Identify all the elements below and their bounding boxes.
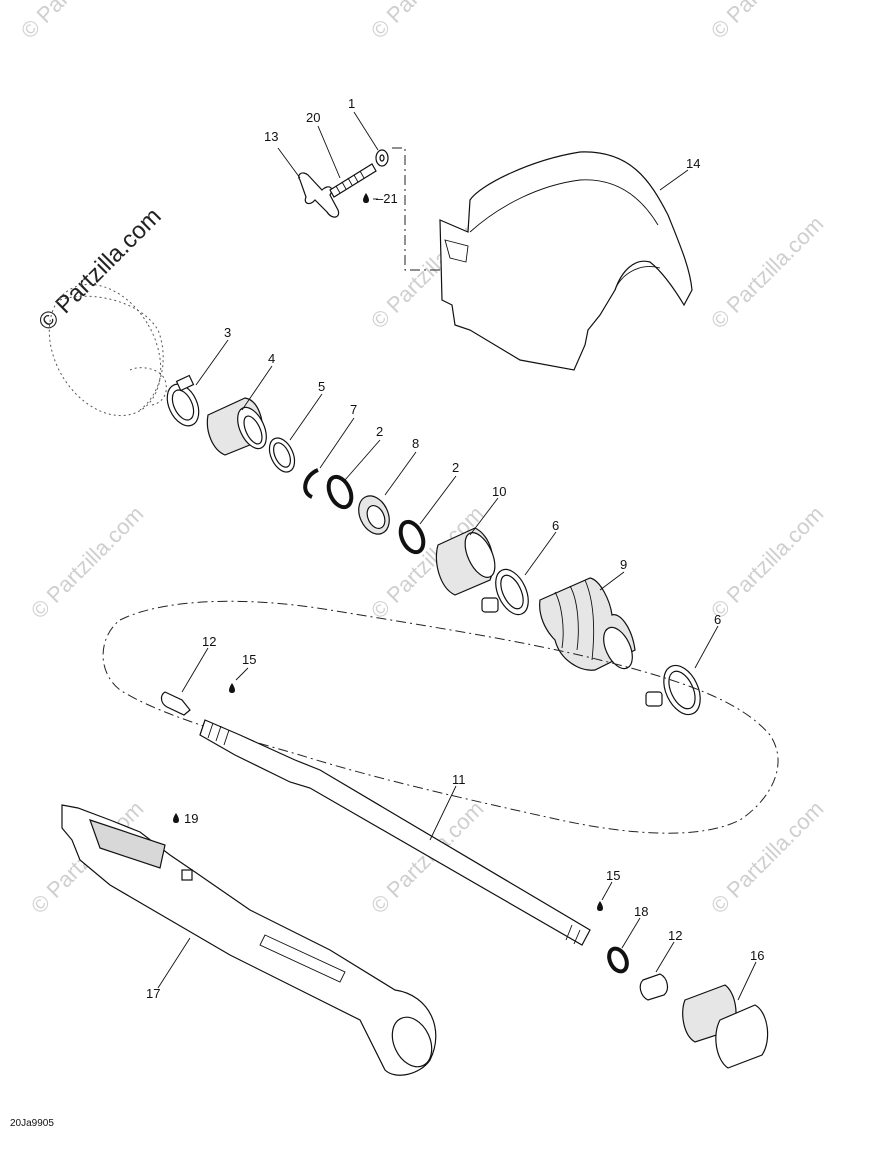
part-14-cover	[439, 151, 693, 371]
callout-10: 10	[492, 484, 506, 499]
callout-1: 1	[348, 96, 355, 111]
callout-8: 8	[412, 436, 419, 451]
callout-3: 3	[224, 325, 231, 340]
callout-12-lower: 12	[668, 928, 682, 943]
callout-21: –21	[376, 191, 398, 206]
callout-19: 19	[184, 811, 198, 826]
part-7-ring	[303, 468, 319, 499]
part-18-ring	[607, 946, 629, 974]
callout-16: 16	[750, 948, 764, 963]
callout-6-upper: 6	[552, 518, 559, 533]
callout-15-lower: 15	[606, 868, 620, 883]
callout-9: 9	[620, 557, 627, 572]
part-12-plug-lower	[639, 973, 669, 1001]
part-2-o-ring-lower	[398, 519, 426, 555]
callout-13: 13	[264, 129, 278, 144]
callout-5: 5	[318, 379, 325, 394]
part-6-clamp-upper	[481, 568, 529, 616]
callout-14: 14	[686, 156, 700, 171]
part-11-driveshaft	[199, 719, 591, 946]
part-16-fitting	[682, 984, 769, 1069]
callout-12-upper: 12	[202, 634, 216, 649]
callout-15-upper: 15	[242, 652, 256, 667]
watermark-tiles: © Partzilla.com © Partzilla.com © Partzi…	[16, 0, 829, 919]
watermark-tile: © Partzilla.com	[706, 211, 829, 334]
callout-20: 20	[306, 110, 320, 125]
callout-6-lower: 6	[714, 612, 721, 627]
leader-lines	[157, 111, 757, 1001]
part-6-clamp-lower	[645, 664, 701, 716]
part-3-clamp	[166, 374, 200, 427]
callout-2-upper: 2	[376, 424, 383, 439]
part-8-bushing	[358, 495, 390, 535]
watermark-tile: © Partzilla.com	[706, 796, 829, 919]
lubricant-drop-icon	[173, 813, 179, 823]
watermark-tile: © Partzilla.com	[366, 0, 489, 44]
part-10-bushing	[435, 527, 496, 596]
part-12-plug-upper	[160, 691, 191, 716]
lubricant-drop-icon	[597, 901, 603, 911]
pump-housing-outline	[48, 283, 167, 417]
callout-4: 4	[268, 351, 275, 366]
part-4-sleeve	[206, 397, 267, 456]
watermark-tile: © Partzilla.com	[706, 501, 829, 624]
watermark-tile: © Partzilla.com	[16, 0, 139, 44]
part-13-wing-nut	[298, 172, 340, 218]
part-5-clamp	[268, 437, 296, 473]
lubricant-drop-icon	[363, 193, 369, 203]
screw-guide-line	[392, 147, 445, 271]
callout-2-lower: 2	[452, 460, 459, 475]
callouts: 1 20 13 –21 14 3 4 5 7 2 8 2 10 6 9 6 12…	[146, 96, 764, 1001]
watermark-tile: © Partzilla.com	[706, 0, 829, 44]
watermark-tile: © Partzilla.com	[26, 501, 149, 624]
part-20-stud	[329, 163, 377, 198]
part-9-boot	[539, 577, 636, 671]
callout-17: 17	[146, 986, 160, 1001]
driveshaft-group-loop	[102, 600, 779, 834]
lubricant-drop-icon	[229, 683, 235, 693]
diagram-code: 20Ja9905	[10, 1118, 54, 1129]
callout-11: 11	[452, 772, 466, 787]
part-17-tube	[61, 804, 437, 1076]
part-2-o-ring-upper	[326, 474, 354, 510]
callout-18: 18	[634, 904, 648, 919]
part-1-washer	[375, 149, 389, 167]
callout-7: 7	[350, 402, 357, 417]
